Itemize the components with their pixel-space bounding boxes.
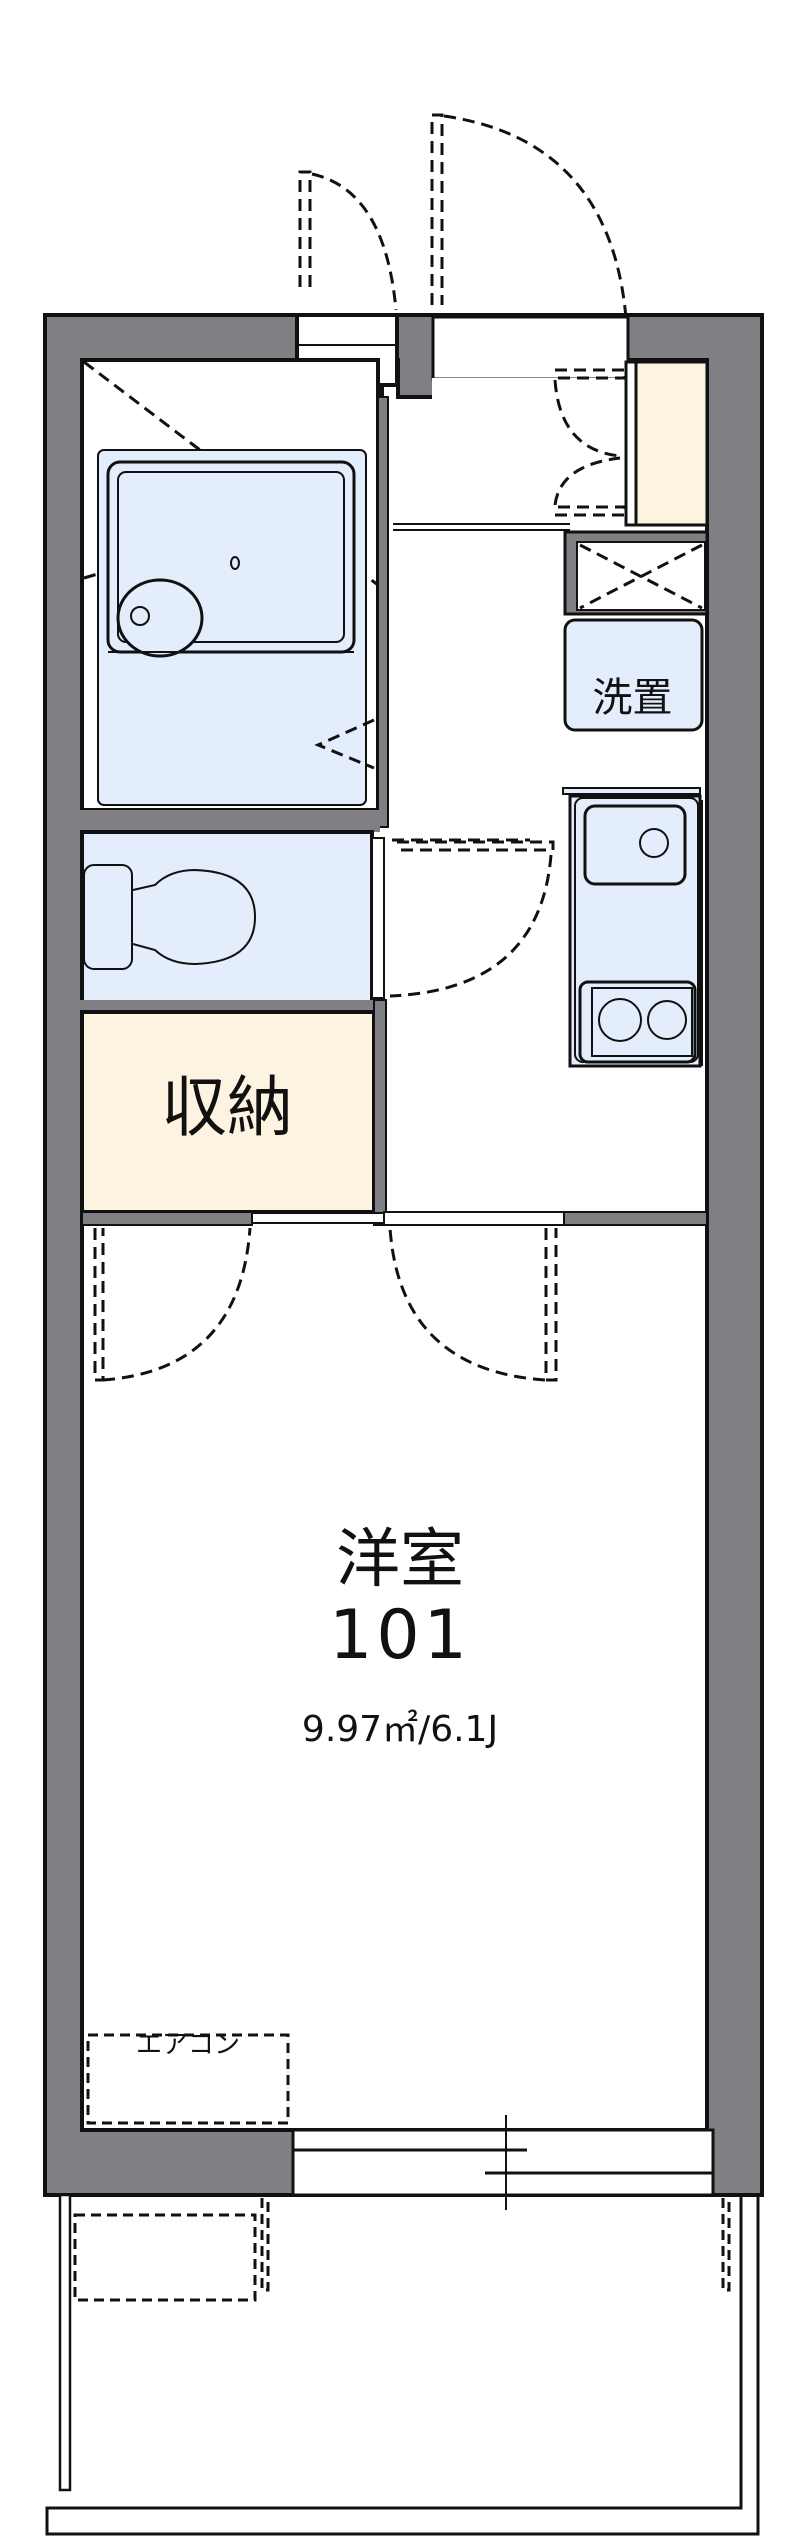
unit-bath <box>80 358 380 812</box>
washer-label: 洗置 <box>592 675 673 721</box>
washbasin-icon <box>116 578 204 658</box>
toilet-room <box>80 810 530 1004</box>
room-area: 9.97㎡/6.1J <box>301 1709 499 1750</box>
aircon-label: エアコン <box>135 2030 240 2060</box>
drain-icon <box>230 556 240 570</box>
entry-door-swings <box>298 113 628 319</box>
sink-icon <box>583 804 687 886</box>
room-divider <box>81 1211 708 1382</box>
shoe-closet <box>634 360 709 527</box>
closet-label: 収納 <box>161 1069 293 1146</box>
hall-door-swing <box>389 840 555 998</box>
aircon-box <box>86 2033 290 2125</box>
window[interactable] <box>291 2115 715 2210</box>
kitchen-unit <box>562 787 703 1068</box>
room-type-label: 洋室 <box>336 1523 464 1597</box>
room-number: 101 <box>329 1596 471 1675</box>
toilet-bowl-icon <box>132 868 257 966</box>
washer-space <box>563 618 704 732</box>
balcony <box>45 2193 760 2536</box>
toilet-tank-icon <box>83 864 133 970</box>
partition-wall <box>377 396 389 828</box>
entry-area <box>393 360 709 531</box>
storage-closet <box>80 999 387 1226</box>
pipe-space <box>563 530 709 616</box>
